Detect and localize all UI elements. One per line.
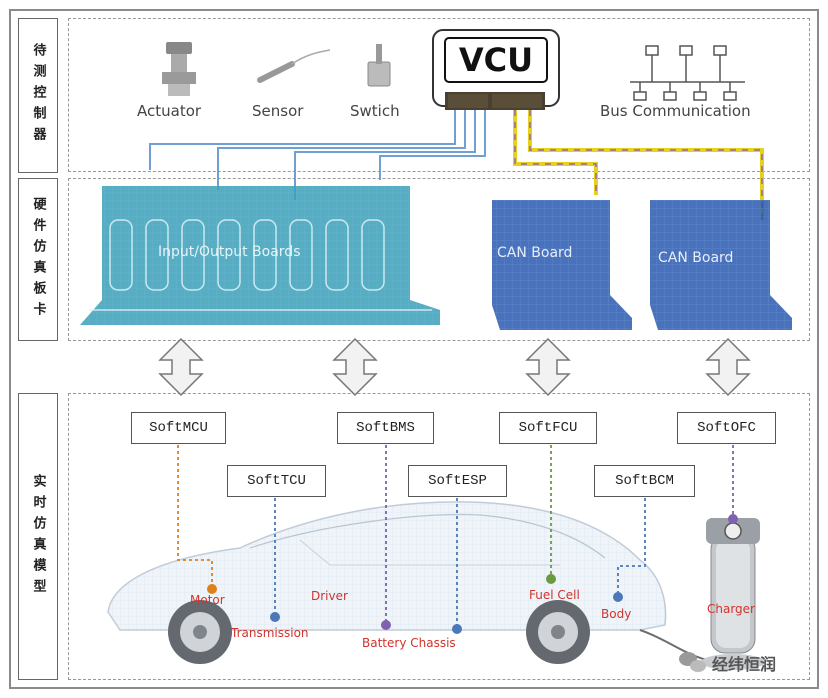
soft-mcu-box: SoftMCU	[131, 412, 226, 444]
battery-chassis-label: Battery Chassis	[362, 636, 456, 650]
can-board-1	[492, 200, 632, 330]
realtime-row-label: 实时仿真模型	[18, 393, 58, 680]
motor-label: Motor	[190, 593, 225, 607]
can-board-1-label: CAN Board	[497, 245, 573, 261]
switch-label: Swtich	[350, 102, 400, 120]
driver-label: Driver	[311, 589, 348, 603]
soft-tcu-box: SoftTCU	[227, 465, 326, 497]
soft-bcm-box: SoftBCM	[594, 465, 695, 497]
io-board-label: Input/Output Boards	[158, 244, 301, 260]
charger-label: Charger	[707, 602, 755, 616]
vcu-label: VCU	[458, 41, 534, 79]
charger-station	[701, 518, 765, 670]
realtime-zone	[68, 393, 810, 680]
hardware-row-label: 硬件仿真板卡	[18, 178, 58, 341]
io-board	[80, 186, 440, 325]
diagram-frame	[9, 9, 819, 689]
body-label: Body	[601, 607, 632, 621]
bus-communication-label: Bus Communication	[600, 102, 751, 120]
soft-esp-box: SoftESP	[408, 465, 507, 497]
bus-communication-icon	[630, 45, 745, 101]
hardware-zone	[68, 178, 810, 341]
sensor-icon	[257, 49, 331, 83]
soft-bms-box: SoftBMS	[337, 412, 434, 444]
model-connectors	[177, 445, 734, 628]
vcu-unit	[432, 29, 560, 110]
watermark-text: 经纬恒润	[712, 655, 777, 674]
sensor-label: Sensor	[252, 102, 304, 120]
transmission-label: Transmission	[231, 626, 309, 640]
double-arrow-icon	[158, 337, 751, 397]
wechat-icon	[679, 652, 706, 672]
can-board-2	[650, 200, 792, 330]
soft-ofc-box: SoftOFC	[677, 412, 776, 444]
io-wires	[149, 110, 486, 200]
controller-row-label: 待测控制器	[18, 18, 58, 173]
switch-icon	[367, 44, 391, 87]
actuator-label: Actuator	[137, 102, 202, 120]
soft-fcu-box: SoftFCU	[499, 412, 597, 444]
can-bus-wires	[513, 110, 764, 220]
actuator-icon	[162, 42, 196, 96]
fuel-cell-label: Fuel Cell	[529, 588, 580, 602]
connector-endpoints	[207, 514, 738, 634]
can-board-2-label: CAN Board	[658, 250, 734, 266]
controller-zone	[68, 18, 810, 172]
